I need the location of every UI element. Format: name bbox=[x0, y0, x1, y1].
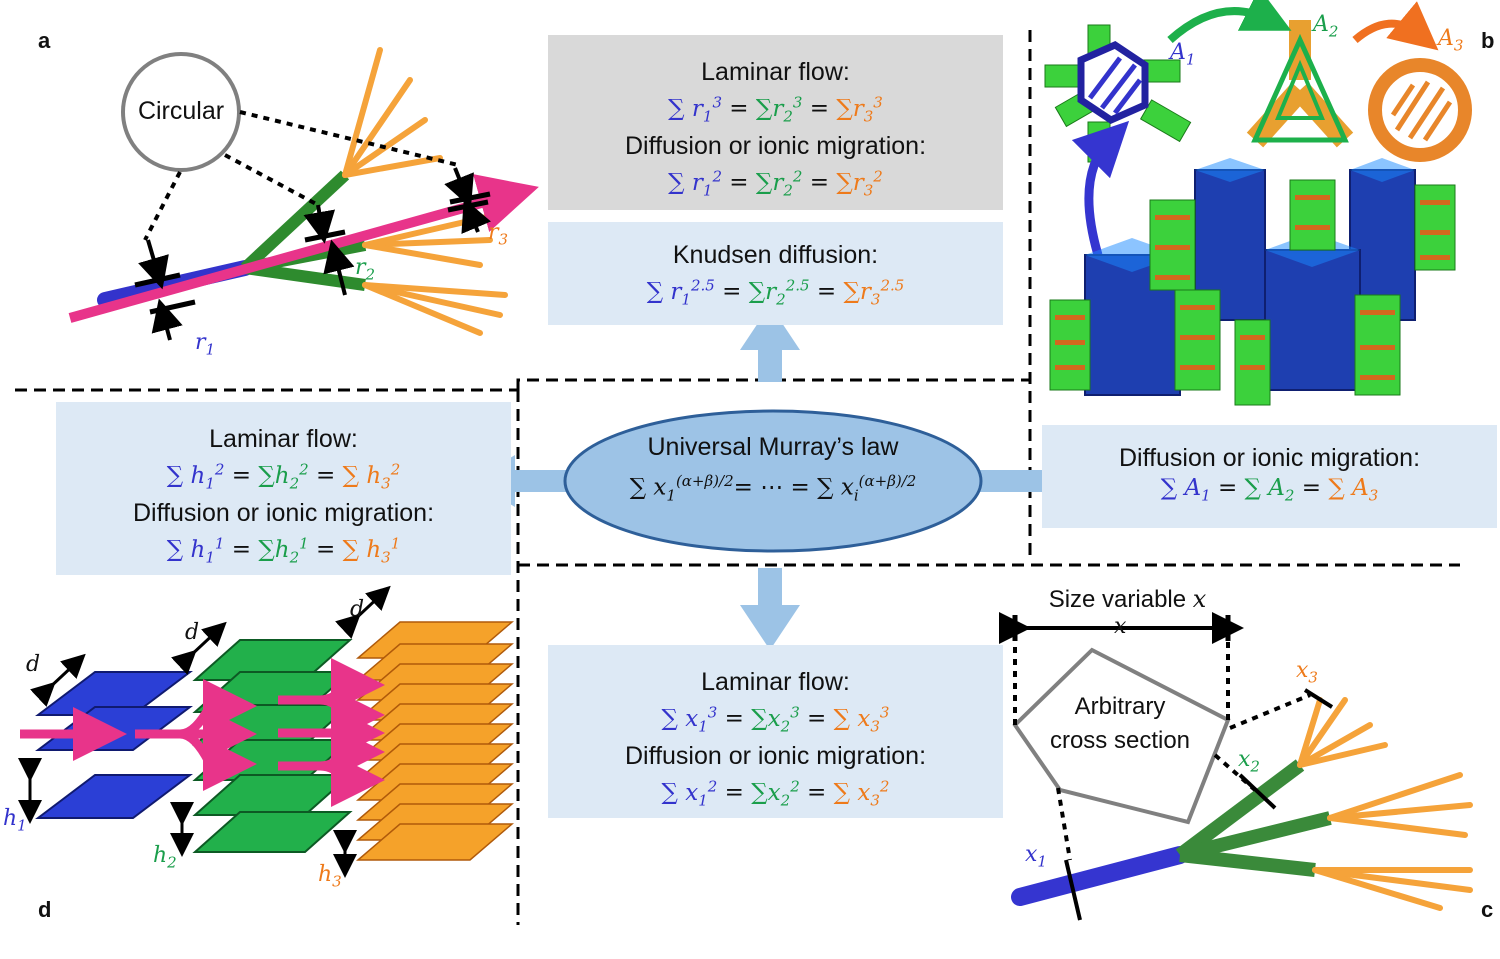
top-laminar-heading: Laminar flow: bbox=[701, 58, 850, 86]
b-hexagon-unit bbox=[1044, 24, 1192, 163]
A3-label: A3 bbox=[1438, 26, 1464, 55]
b-tripod-unit bbox=[1246, 20, 1354, 148]
murray-ellipse bbox=[563, 409, 983, 553]
r2-label: r2 bbox=[355, 255, 376, 284]
left-slit-box: Laminar flow: ∑ h12 = ∑h22 = ∑ h32 Diffu… bbox=[56, 402, 511, 575]
bottom-arbitrary-box: Laminar flow: ∑ x13 = ∑x23 = ∑ x33 Diffu… bbox=[548, 645, 1003, 818]
x1-label: x1 bbox=[1025, 842, 1047, 871]
knudsen-heading: Knudsen diffusion: bbox=[672, 241, 879, 269]
right-area-box: Diffusion or ionic migration: ∑ A1 = ∑ A… bbox=[1042, 425, 1497, 528]
x-width-label: x bbox=[1114, 614, 1127, 639]
panel-b-structure bbox=[1044, 0, 1472, 406]
d-label-blue: d bbox=[26, 652, 41, 677]
x2-label: x2 bbox=[1238, 747, 1260, 776]
panel-letter-c: c bbox=[1481, 897, 1494, 922]
top-laminar-equation: ∑ r13 = ∑r23 = ∑r33 bbox=[668, 93, 883, 126]
b-ring-unit bbox=[1368, 58, 1472, 162]
bottom-diffusion-equation: ∑ x12 = ∑x22 = ∑ x32 bbox=[661, 777, 890, 810]
top-diffusion-equation: ∑ r12 = ∑r22 = ∑r32 bbox=[668, 167, 883, 200]
panel-a-tree bbox=[68, 47, 539, 341]
panel-c-tree bbox=[999, 612, 1473, 921]
bottom-laminar-heading: Laminar flow: bbox=[701, 668, 850, 696]
r1-label: r1 bbox=[195, 330, 216, 359]
d-label-orange: d bbox=[350, 597, 365, 622]
bottom-laminar-equation: ∑ x13 = ∑x23 = ∑ x33 bbox=[661, 703, 890, 736]
panel-d-slits bbox=[18, 585, 515, 878]
left-diffusion-heading: Diffusion or ionic migration: bbox=[132, 499, 435, 528]
size-variable-label: Size variable x bbox=[1048, 585, 1207, 613]
circular-label: Circular bbox=[137, 97, 225, 125]
murray-law-equation: ∑ x1(α+β)/2= ⋯ = ∑ xi(α+β)/2 bbox=[629, 472, 917, 505]
murray-law-text: Universal Murray’s law ∑ x1(α+β)/2= ⋯ = … bbox=[568, 432, 978, 510]
left-laminar-heading: Laminar flow: bbox=[209, 425, 358, 453]
knudsen-box: Knudsen diffusion: ∑ r12.5 = ∑r22.5 = ∑r… bbox=[548, 222, 1003, 325]
right-diffusion-equation: ∑ A1 = ∑ A2 = ∑ A3 bbox=[1160, 475, 1379, 505]
d-label-green: d bbox=[185, 620, 200, 645]
A2-label: A2 bbox=[1313, 12, 1339, 41]
left-laminar-equation: ∑ h12 = ∑h22 = ∑ h32 bbox=[166, 460, 401, 493]
b-columns bbox=[1049, 158, 1456, 406]
A1-label: A1 bbox=[1170, 40, 1196, 69]
r3-label: r3 bbox=[488, 220, 509, 249]
h1-label: h1 bbox=[3, 806, 27, 835]
top-diffusion-heading: Diffusion or ionic migration: bbox=[624, 132, 927, 161]
top-laminar-box: Laminar flow: ∑ r13 = ∑r23 = ∑r33 Diffus… bbox=[548, 35, 1003, 210]
murray-law-title: Universal Murray’s law bbox=[647, 433, 899, 461]
x3-label: x3 bbox=[1296, 658, 1318, 687]
left-diffusion-equation: ∑ h11 = ∑h21 = ∑ h31 bbox=[166, 534, 401, 567]
bottom-diffusion-heading: Diffusion or ionic migration: bbox=[624, 742, 927, 771]
panel-letter-b: b bbox=[1481, 28, 1495, 53]
h2-label: h2 bbox=[153, 843, 177, 872]
panel-letter-a: a bbox=[38, 28, 51, 53]
knudsen-equation: ∑ r12.5 = ∑r22.5 = ∑r32.5 bbox=[646, 276, 905, 309]
panel-letter-d: d bbox=[38, 897, 52, 922]
h3-label: h3 bbox=[318, 862, 342, 891]
right-diffusion-heading: Diffusion or ionic migration: bbox=[1118, 444, 1421, 472]
